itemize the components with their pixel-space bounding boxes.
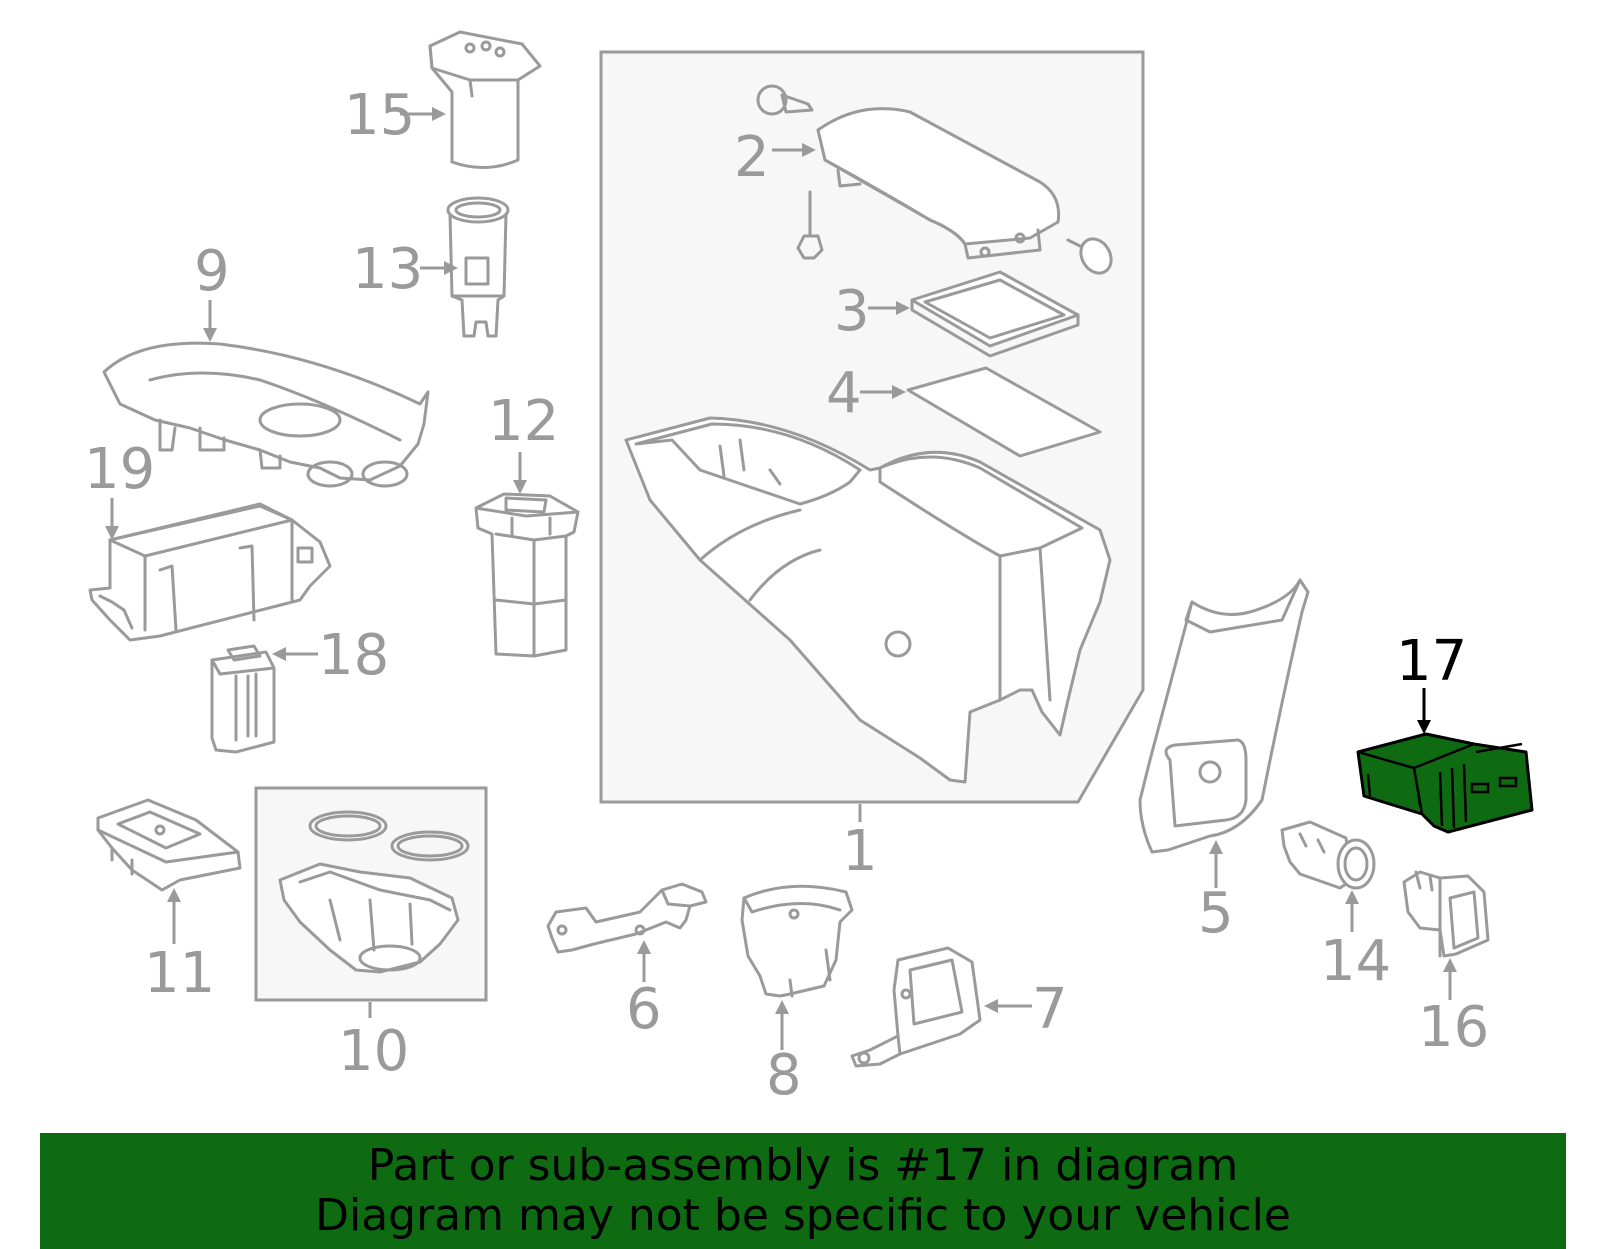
cover-8 [740,884,854,998]
callout-5: 5 [1198,881,1234,946]
cupholder-10 [278,810,470,974]
screw [756,84,814,116]
callout-4: 4 [826,361,862,426]
module-12 [474,492,580,658]
info-banner: Part or sub-assembly is #17 in diagram D… [40,1133,1566,1249]
callout-11: 11 [144,941,215,1006]
callout-labels: 15 13 9 19 18 12 11 10 2 3 4 1 5 6 8 7 1… [84,83,1489,1108]
push-pin [1066,237,1113,275]
callout-2: 2 [734,125,770,190]
callout-13: 13 [352,237,423,302]
callout-10: 10 [338,1019,409,1084]
charger-tray-11 [96,798,242,892]
banner-line-disclaimer: Diagram may not be specific to your vehi… [315,1190,1291,1241]
socket-13 [446,196,510,338]
power-outlet-14 [1280,820,1376,890]
console-body [624,416,1112,784]
clip [796,190,824,260]
usb-port-16 [1402,870,1490,958]
upper-panel [102,341,430,488]
console-mat [910,270,1080,358]
switch-18 [210,644,276,754]
callout-15: 15 [344,83,415,148]
callout-3: 3 [834,279,870,344]
callout-16: 16 [1418,995,1489,1060]
side-panel [1138,578,1310,854]
armrest-lid [816,107,1061,260]
callout-9: 9 [194,239,230,304]
base-bracket [88,502,332,642]
callout-8: 8 [766,1043,802,1108]
plug-cover-15 [428,30,542,170]
callout-12: 12 [488,389,559,454]
callout-6: 6 [626,977,662,1042]
leader-arrows [105,107,1457,1050]
callout-17: 17 [1396,629,1467,694]
console-pad [906,366,1102,458]
callout-18: 18 [318,623,389,688]
banner-line-part: Part or sub-assembly is #17 in diagram [367,1140,1239,1191]
bracket-7 [850,946,982,1068]
callout-19: 19 [84,437,155,502]
callout-7: 7 [1032,977,1068,1042]
callout-1: 1 [842,819,878,884]
bracket-6 [546,882,708,954]
callout-14: 14 [1320,929,1391,994]
highlighted-part-17 [1356,732,1534,834]
